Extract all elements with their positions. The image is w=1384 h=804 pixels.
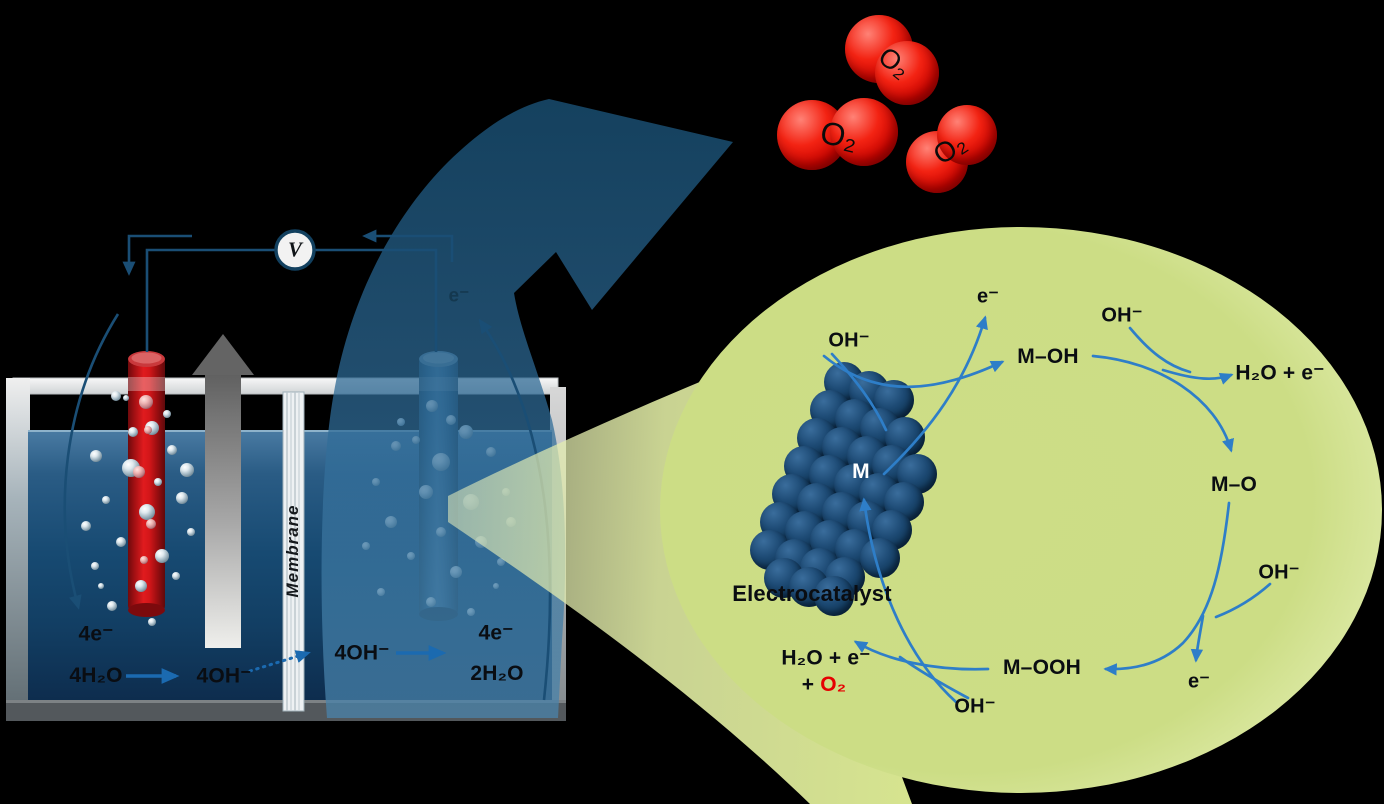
arrow-to-m-oh [822, 354, 1005, 389]
arrow-oh-feed-top [830, 352, 888, 432]
cathode-electron-count: 4e⁻ [478, 621, 514, 645]
wire-electron-label: e⁻ [448, 285, 470, 307]
bubble [133, 466, 145, 478]
bubble [163, 410, 171, 418]
bubble [187, 528, 195, 536]
cycle-oh-in-top: OH⁻ [828, 329, 870, 352]
bubble [180, 463, 194, 477]
cycle-h2o-out-right: H₂O + e⁻ [1235, 361, 1325, 385]
bubble [135, 580, 147, 592]
bubble [155, 549, 169, 563]
o2-sphere [875, 41, 939, 105]
bubble [176, 492, 188, 504]
cycle-m-ooh: M–OOH [1002, 656, 1082, 679]
anode-electrode [128, 351, 165, 617]
anode-product: 4OH⁻ [196, 664, 252, 688]
cycle-e-out-bottom: e⁻ [1187, 670, 1211, 693]
o2-sphere [937, 105, 997, 165]
cathode-ion: 4OH⁻ [334, 641, 390, 665]
bubble [123, 395, 129, 401]
bubble [102, 496, 110, 504]
bubble [90, 450, 102, 462]
cycle-oh-in-bottom: OH⁻ [954, 695, 996, 718]
bubble [146, 519, 156, 529]
bubble [81, 521, 91, 531]
electrocatalyst-label: Electrocatalyst [732, 581, 892, 606]
plus-sign: + [801, 673, 815, 696]
arrow-m-oh-to-m-o [1091, 354, 1234, 453]
bubble [167, 445, 177, 455]
arrow-h2o-out-right [1161, 368, 1234, 385]
arrow-e-out-top [882, 315, 988, 476]
bubble [172, 572, 180, 580]
arrow-oh-feed-upper-right [1128, 326, 1192, 374]
bubble [107, 601, 117, 611]
membrane-label: Membrane [283, 504, 302, 598]
bubble [98, 583, 104, 589]
membrane-crossing-arrow [248, 650, 311, 673]
cathode-product: 2H₂O [470, 662, 524, 685]
arrow-m-ooh-to-product [853, 640, 990, 671]
arrow-e-out-bottom [1190, 614, 1205, 663]
membrane-bar [282, 391, 305, 712]
bubble [91, 562, 99, 570]
voltmeter-label: V [287, 237, 303, 262]
bubble [154, 478, 162, 486]
big-arrow [321, 99, 733, 718]
bubble [111, 391, 121, 401]
cycle-e-out-top: e⁻ [976, 285, 1000, 308]
anode-electron-flow-arrow [63, 313, 120, 610]
metal-site-label: M [852, 460, 870, 483]
bubble [128, 427, 138, 437]
bubble [139, 504, 155, 520]
o2-sphere [830, 98, 898, 166]
bubble [144, 426, 152, 434]
voltmeter-circle [274, 229, 316, 271]
gas-up-arrow [192, 334, 254, 648]
arrow-regenerate-m [859, 497, 958, 704]
cycle-o2-out: + O₂ [802, 673, 847, 697]
anode-electron-count: 4e⁻ [78, 622, 114, 646]
cycle-oh-in-upper-right: OH⁻ [1101, 304, 1143, 327]
arrow-oh-feed-lower-right [1214, 582, 1272, 619]
bubble [116, 537, 126, 547]
cycle-m-oh: M–OH [1017, 345, 1079, 368]
reaction-arrows [126, 645, 447, 684]
bubble [148, 618, 156, 626]
bubble [140, 556, 148, 564]
bubble [139, 395, 153, 409]
arrow-m-o-to-m-ooh [1103, 501, 1231, 676]
anode-reactant: 4H₂O [69, 664, 123, 687]
cycle-m-o: M–O [1210, 473, 1258, 496]
cycle-oh-in-lower-right: OH⁻ [1258, 561, 1300, 584]
cycle-h2o-out-left: H₂O + e⁻ [781, 646, 871, 670]
o2-product-label: O₂ [820, 673, 847, 696]
